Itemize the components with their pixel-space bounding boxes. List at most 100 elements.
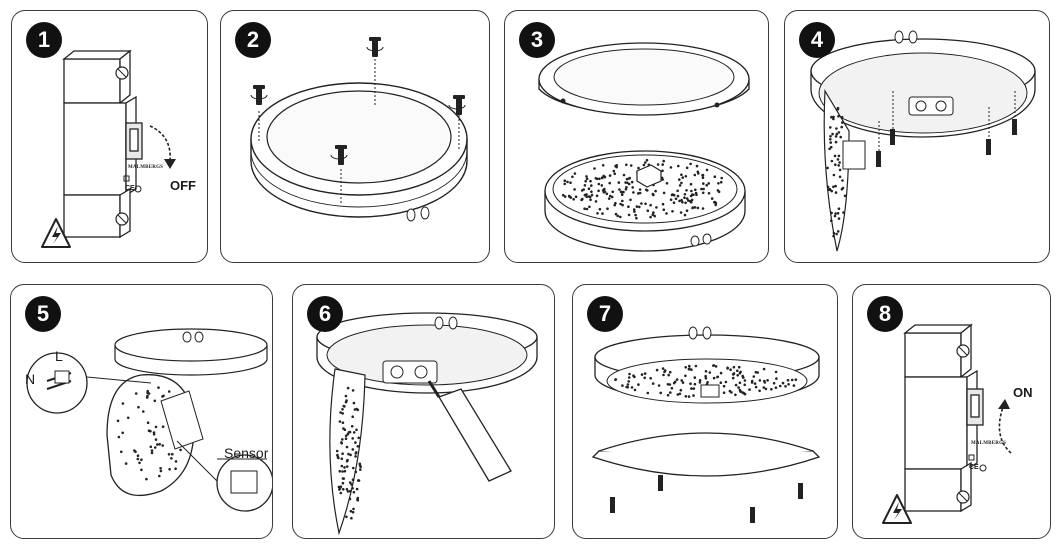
led-dot — [149, 429, 152, 433]
led-dot — [694, 191, 698, 195]
led-dot — [659, 391, 662, 395]
led-dot — [625, 163, 628, 167]
led-dot — [341, 470, 344, 473]
led-dot — [834, 140, 838, 144]
led-dot — [359, 468, 362, 471]
led-dot — [142, 410, 145, 413]
led-dot — [693, 173, 697, 177]
led-dot — [584, 179, 587, 183]
led-dot — [622, 173, 626, 177]
led-dot — [834, 191, 838, 194]
led-dot — [694, 188, 697, 192]
led-dot — [348, 497, 352, 501]
led-dot — [620, 190, 624, 194]
led-dot — [840, 125, 843, 129]
led-dot — [351, 437, 354, 440]
led-dot — [685, 209, 689, 212]
led-dot — [743, 392, 747, 396]
led-dot — [335, 449, 339, 453]
screw-icon — [876, 119, 1017, 167]
led-dot — [748, 388, 751, 391]
led-dot — [736, 369, 739, 373]
led-dot — [587, 187, 591, 190]
led-dot — [352, 431, 356, 434]
led-dot — [350, 516, 353, 520]
led-dot — [636, 192, 640, 195]
led-dot — [595, 194, 599, 198]
led-dot — [837, 164, 840, 167]
led-dot — [646, 209, 650, 212]
led-dot — [830, 115, 833, 119]
ce-mark: CE — [969, 464, 979, 471]
led-dot — [569, 196, 573, 199]
led-dot — [657, 384, 661, 387]
led-dot — [638, 205, 641, 209]
led-dot — [713, 175, 717, 178]
screw-icon — [610, 475, 803, 523]
led-dot — [834, 212, 837, 215]
led-dot — [346, 490, 350, 493]
led-dot — [707, 182, 710, 185]
led-dot — [593, 167, 596, 170]
led-dot — [834, 135, 838, 138]
led-dot — [137, 405, 140, 409]
led-dot — [339, 485, 343, 488]
live-label: L — [55, 348, 63, 364]
led-dot — [722, 384, 726, 388]
led-dot — [651, 192, 655, 196]
led-dot — [794, 378, 798, 381]
led-dot — [357, 479, 361, 482]
step-number-badge: 6 — [307, 296, 343, 332]
led-dot — [684, 395, 688, 398]
led-dot — [355, 428, 358, 432]
led-dot — [351, 478, 355, 481]
led-dot — [687, 395, 691, 398]
led-dot — [616, 214, 619, 218]
led-dot — [651, 213, 655, 216]
led-dot — [833, 214, 837, 218]
led-dot — [588, 205, 591, 209]
led-dot — [835, 127, 838, 130]
led-dot — [612, 169, 616, 173]
led-dot — [134, 392, 138, 395]
led-dot — [563, 179, 567, 182]
led-dot — [835, 132, 839, 136]
led-dot — [762, 367, 766, 371]
led-dot — [702, 187, 705, 191]
led-dot — [626, 383, 630, 386]
led-dot — [701, 176, 705, 179]
led-dot — [790, 378, 794, 382]
led-dot — [618, 188, 621, 191]
led-dot — [150, 449, 154, 452]
led-dot — [168, 468, 171, 471]
led-dot — [713, 200, 717, 204]
led-dot — [676, 189, 679, 193]
led-dot — [343, 405, 346, 408]
led-dot — [836, 212, 840, 215]
led-dot — [832, 234, 835, 238]
led-dot — [646, 391, 650, 395]
led-dot — [627, 182, 631, 186]
led-dot — [585, 193, 588, 196]
led-dot — [619, 215, 622, 219]
step-1-panel: 1 OFF MALMBERGS CE — [11, 10, 208, 263]
led-dot — [774, 386, 778, 389]
led-dot — [580, 198, 583, 202]
led-dot — [829, 135, 832, 138]
led-dot — [633, 210, 636, 213]
led-dot — [605, 192, 609, 196]
led-dot — [341, 452, 344, 455]
led-dot — [838, 168, 842, 172]
led-dot — [737, 386, 740, 389]
led-dot — [349, 489, 352, 493]
led-dot — [356, 496, 360, 500]
led-dot — [341, 412, 344, 415]
led-dot — [720, 176, 723, 180]
led-dot — [836, 106, 840, 110]
led-dot — [787, 383, 790, 386]
led-dot — [583, 207, 586, 210]
led-dot — [736, 374, 739, 377]
led-dot — [756, 371, 759, 374]
led-dot — [678, 199, 681, 203]
led-dot — [675, 378, 679, 381]
